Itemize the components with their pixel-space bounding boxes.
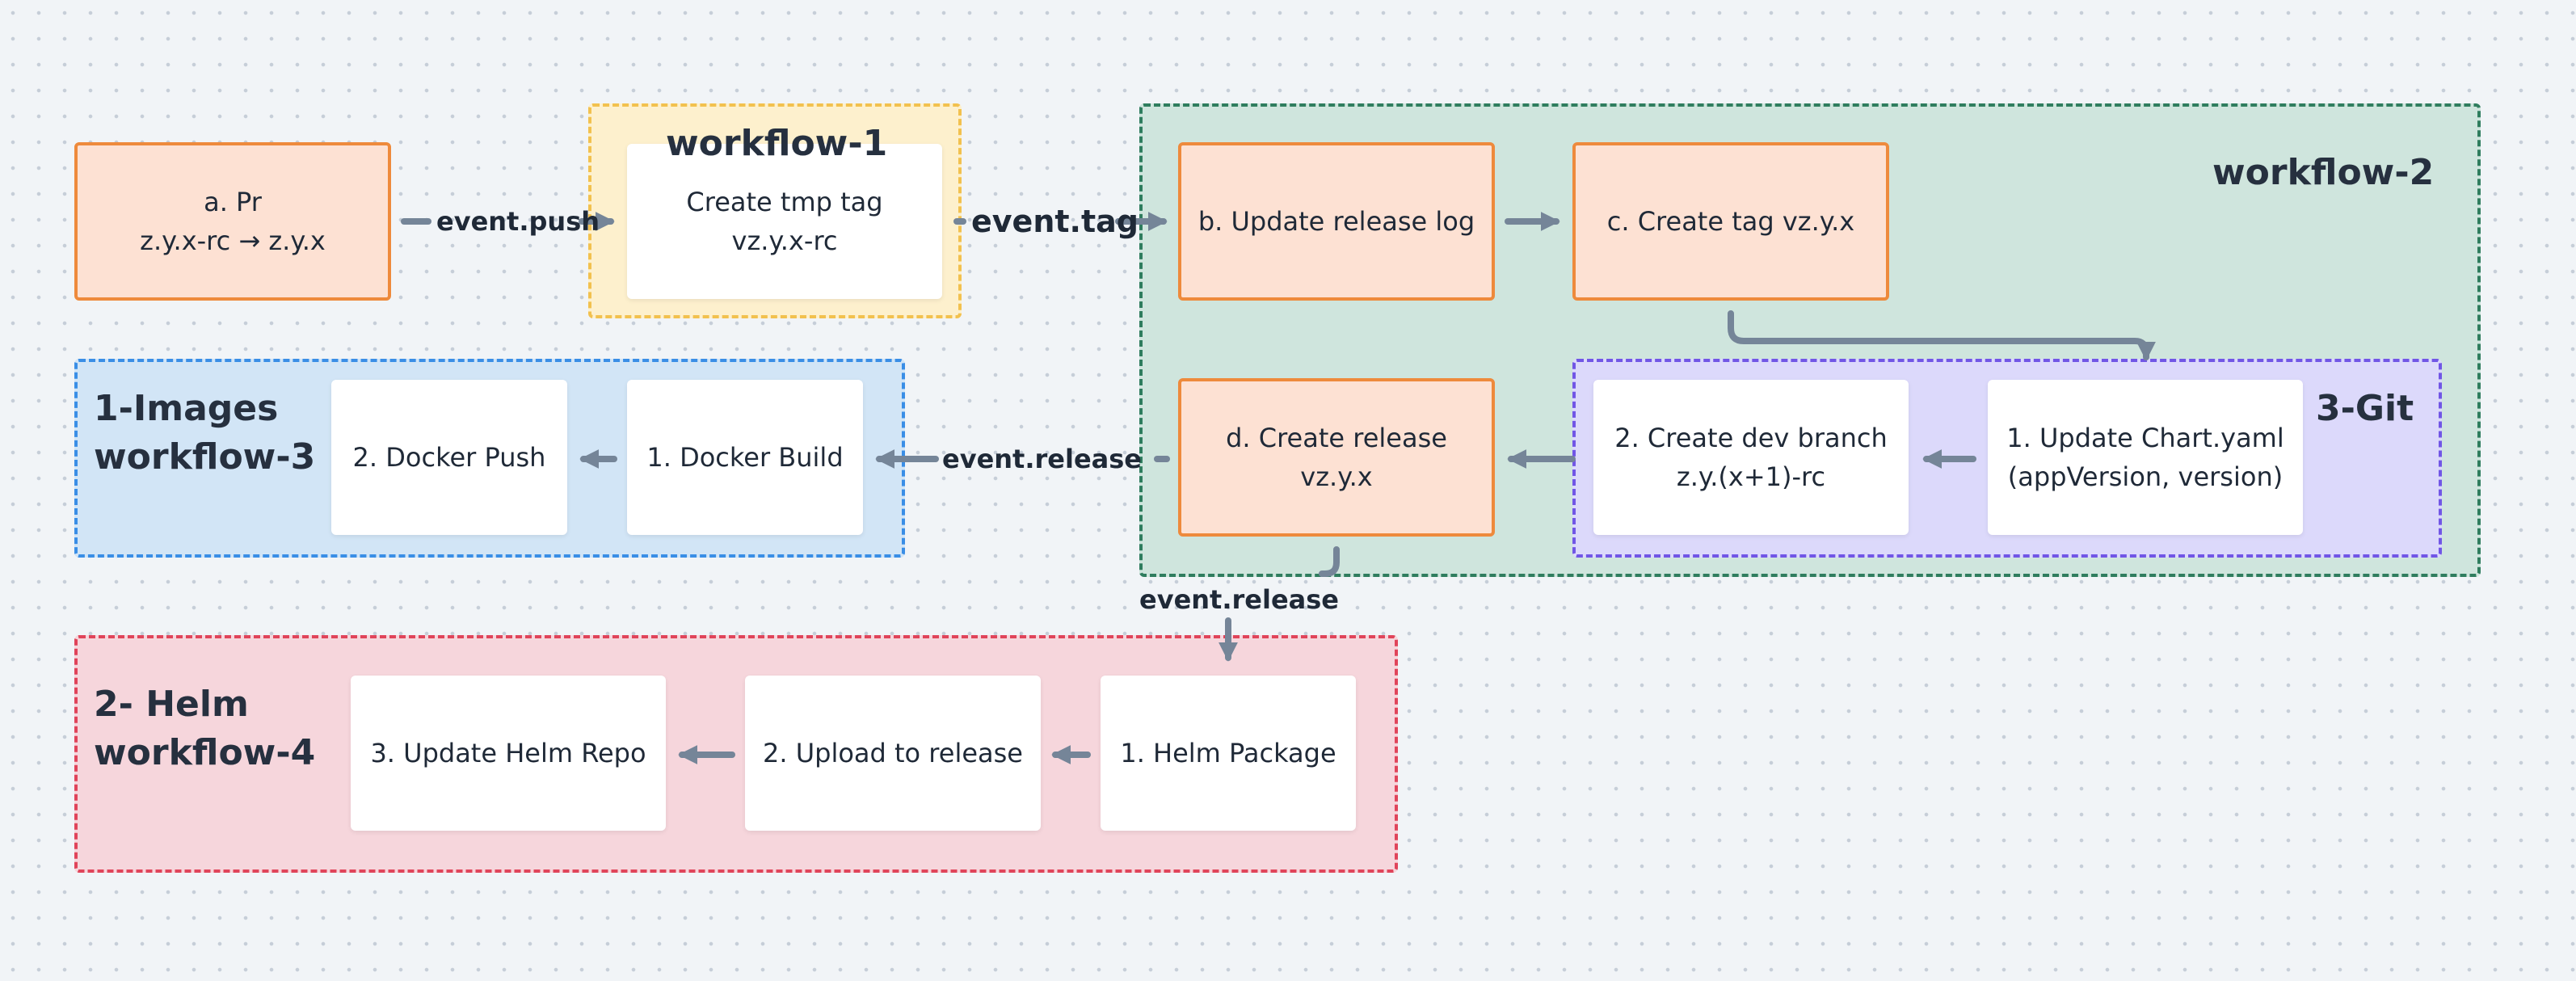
helm-package-label: 1. Helm Package (1120, 738, 1336, 768)
create-tmp-tag-line1: Create tmp tag (686, 187, 883, 217)
update-release-log-label: b. Update release log (1198, 206, 1475, 237)
pr-node-line1: a. Pr (204, 187, 262, 217)
event-push-label: event.push (436, 206, 600, 237)
create-tag-label: c. Create tag vz.y.x (1606, 206, 1855, 237)
docker-build-node: 1. Docker Build (627, 380, 863, 535)
update-chart-node: 1. Update Chart.yaml (appVersion, versio… (1988, 380, 2303, 535)
event-tag-label: event.tag (971, 204, 1139, 239)
create-tmp-tag-node: Create tmp tag vz.y.x-rc (627, 144, 942, 299)
create-release-node: d. Create release vz.y.x (1178, 378, 1495, 537)
update-chart-line2: (appVersion, version) (2007, 461, 2283, 492)
create-dev-branch-line2: z.y.(x+1)-rc (1676, 461, 1826, 492)
workflow-4-title-line1: 2- Helm (94, 684, 249, 725)
create-release-line1: d. Create release (1226, 423, 1447, 453)
upload-to-release-node: 2. Upload to release (745, 676, 1041, 831)
workflow-1-title: workflow-1 (666, 123, 888, 164)
workflow-4-title-line2: workflow-4 (94, 732, 316, 773)
create-dev-branch-node: 2. Create dev branch z.y.(x+1)-rc (1593, 380, 1909, 535)
git-title: 3-Git (2316, 388, 2414, 429)
docker-push-label: 2. Docker Push (352, 442, 546, 473)
event-release-helm-label: event.release (1139, 584, 1339, 615)
create-tmp-tag-line2: vz.y.x-rc (731, 225, 838, 256)
update-release-log-node: b. Update release log (1178, 142, 1495, 301)
create-tag-node: c. Create tag vz.y.x (1572, 142, 1889, 301)
workflow-3-title-line2: workflow-3 (94, 436, 316, 478)
create-release-line2: vz.y.x (1300, 461, 1373, 492)
workflow-3-title-line1: 1-Images (94, 388, 279, 429)
workflow-3-title: 1-Images workflow-3 (94, 385, 315, 482)
event-release-images-label: event.release (942, 444, 1142, 474)
pr-node: a. Pr z.y.x-rc → z.y.x (74, 142, 391, 301)
docker-push-node: 2. Docker Push (331, 380, 567, 535)
edge-create-tag-to-update-chart (1728, 310, 2156, 361)
pr-node-line2: z.y.x-rc → z.y.x (140, 225, 326, 256)
update-helm-repo-label: 3. Update Helm Repo (370, 738, 646, 768)
docker-build-label: 1. Docker Build (646, 442, 844, 473)
update-chart-line1: 1. Update Chart.yaml (2006, 423, 2284, 453)
helm-package-node: 1. Helm Package (1101, 676, 1356, 831)
edge-create-release-to-helm-package-a (1319, 546, 1340, 577)
create-dev-branch-line1: 2. Create dev branch (1614, 423, 1888, 453)
upload-to-release-label: 2. Upload to release (763, 738, 1023, 768)
update-helm-repo-node: 3. Update Helm Repo (351, 676, 666, 831)
workflow-4-title: 2- Helm workflow-4 (94, 680, 315, 777)
workflow-2-title: workflow-2 (2212, 152, 2435, 193)
